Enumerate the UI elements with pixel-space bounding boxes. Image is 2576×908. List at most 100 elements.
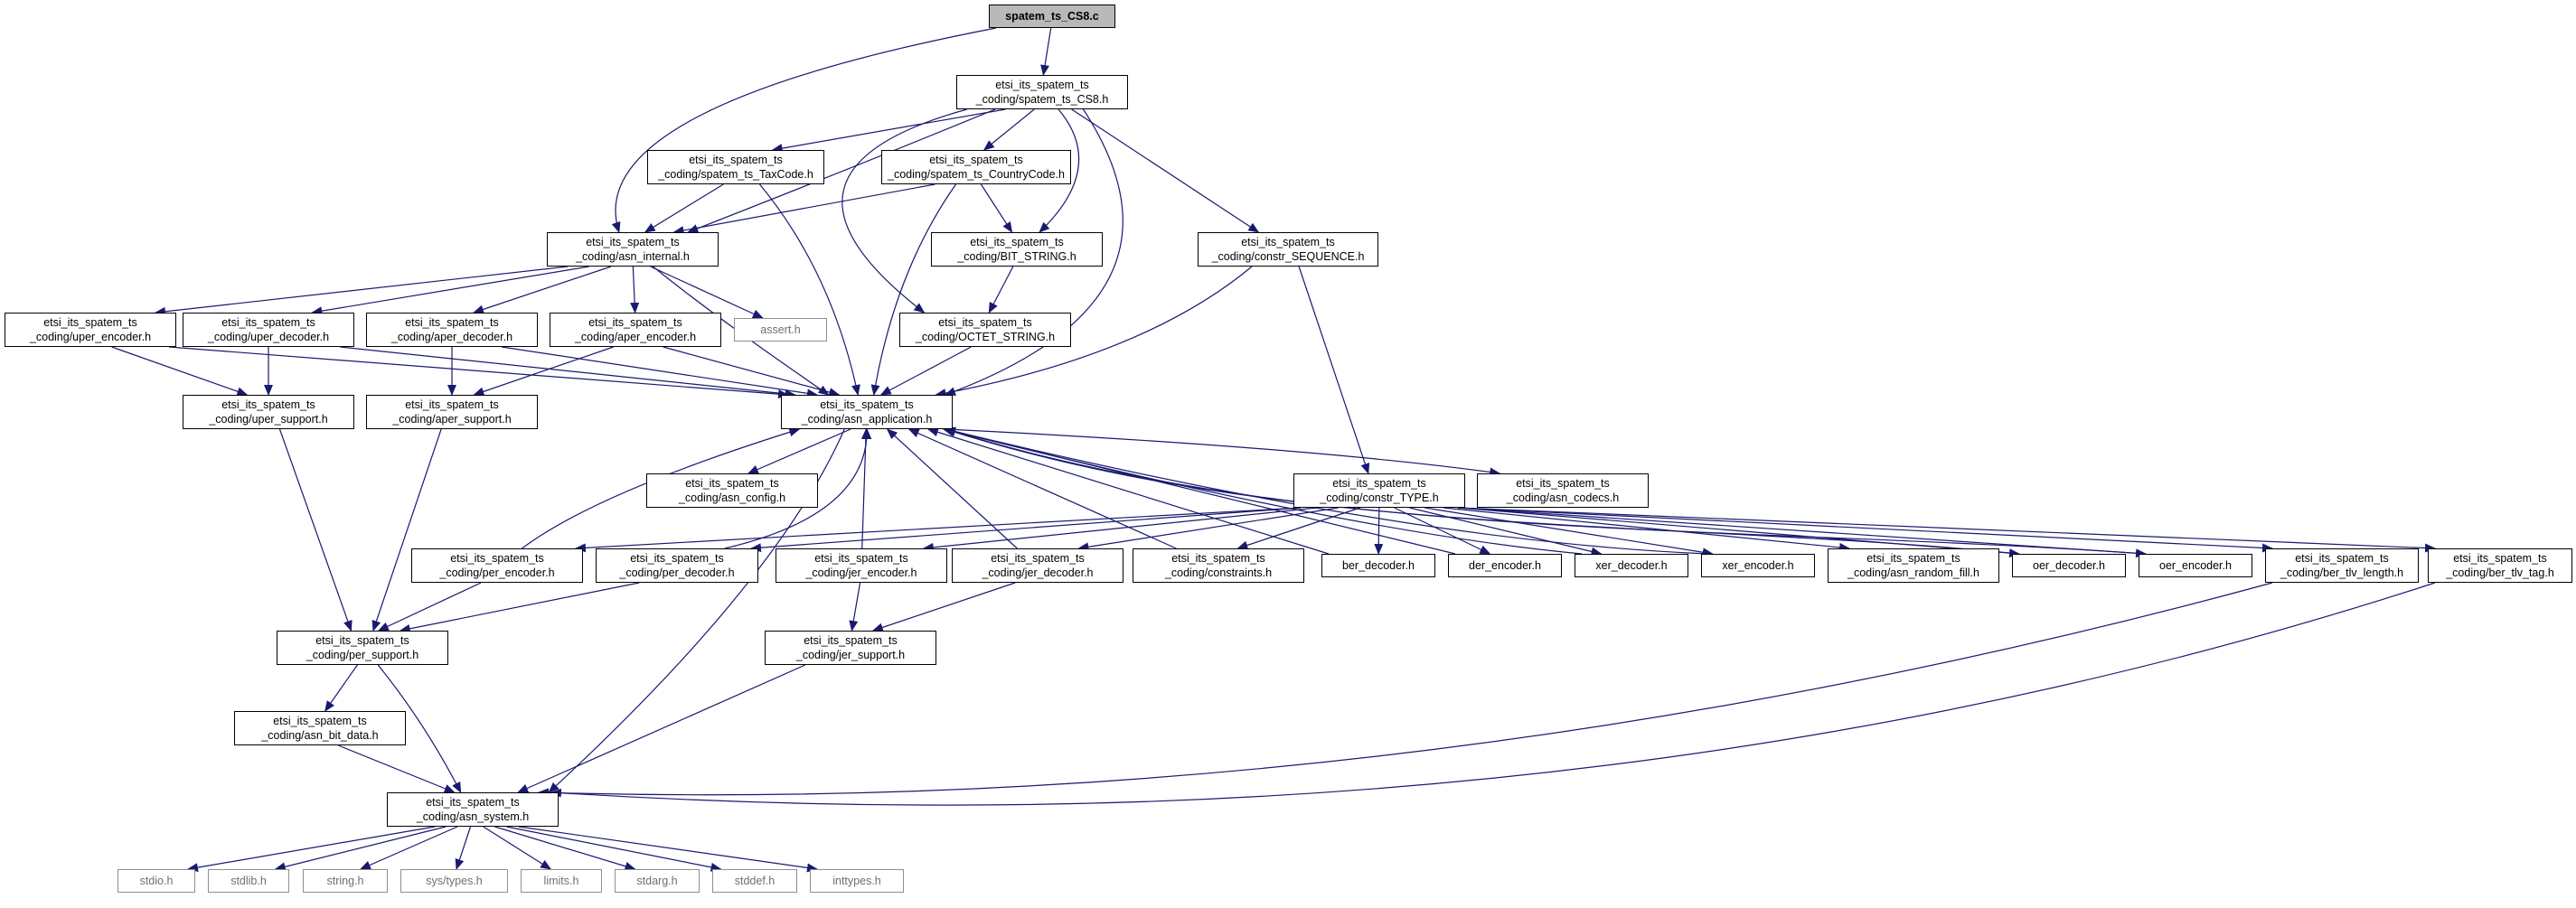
graph-node-ber-decoder[interactable]: ber_decoder.h xyxy=(1321,554,1435,577)
graph-node-ber-tlv-length[interactable]: etsi_its_spatem_ts_coding/ber_tlv_length… xyxy=(2265,548,2419,583)
include-edge-asn-bit-data-to-asn-system xyxy=(338,744,456,793)
graph-node-taxcode[interactable]: etsi_its_spatem_ts_coding/spatem_ts_TaxC… xyxy=(647,150,824,184)
include-edge-asn-application-to-asn-codecs xyxy=(945,428,1501,477)
graph-node-label: etsi_its_spatem_ts xyxy=(820,398,914,411)
include-edge-constraints-to-asn-application xyxy=(907,428,1177,549)
graph-node-label: _coding/spatem_ts_CS8.h xyxy=(975,93,1109,106)
graph-node-label: etsi_its_spatem_ts xyxy=(588,316,682,329)
graph-node-label: etsi_its_spatem_ts xyxy=(586,236,680,248)
graph-node-aper-encoder[interactable]: etsi_its_spatem_ts_coding/aper_encoder.h xyxy=(550,313,721,347)
include-edge-aper-decoder-to-asn-application xyxy=(501,346,818,398)
include-edge-ber-tlv-length-to-asn-system xyxy=(538,582,2273,798)
graph-node-asn-random-fill[interactable]: etsi_its_spatem_ts_coding/asn_random_fil… xyxy=(1828,548,1999,583)
graph-node-cs8-h[interactable]: etsi_its_spatem_ts_coding/spatem_ts_CS8.… xyxy=(956,75,1128,109)
include-edge-uper-decoder-to-asn-application xyxy=(340,346,796,398)
graph-node-sys-types: sys/types.h xyxy=(400,869,508,893)
include-edge-asn-system-to-sys-types xyxy=(455,826,472,870)
graph-node-label: _coding/asn_config.h xyxy=(678,491,786,504)
graph-node-label: _coding/per_support.h xyxy=(306,649,419,661)
graph-node-label: etsi_its_spatem_ts xyxy=(450,552,544,565)
graph-node-oer-encoder[interactable]: oer_encoder.h xyxy=(2139,554,2252,577)
include-edge-asn-system-to-limits xyxy=(483,826,552,870)
graph-node-label: etsi_its_spatem_ts xyxy=(2453,552,2547,565)
graph-node-label: _coding/uper_encoder.h xyxy=(29,331,152,343)
graph-node-constraints[interactable]: etsi_its_spatem_ts_coding/constraints.h xyxy=(1133,548,1304,583)
graph-node-xer-decoder[interactable]: xer_decoder.h xyxy=(1575,554,1688,577)
graph-node-uper-encoder[interactable]: etsi_its_spatem_ts_coding/uper_encoder.h xyxy=(5,313,176,347)
include-edge-per-encoder-to-per-support xyxy=(377,582,482,632)
include-edge-countrycode-to-asn-application xyxy=(870,183,956,396)
graph-node-uper-decoder[interactable]: etsi_its_spatem_ts_coding/uper_decoder.h xyxy=(183,313,354,347)
graph-node-der-encoder[interactable]: der_encoder.h xyxy=(1448,554,1562,577)
graph-node-label: _coding/asn_codecs.h xyxy=(1506,491,1620,504)
graph-node-uper-support[interactable]: etsi_its_spatem_ts_coding/uper_support.h xyxy=(183,395,354,429)
graph-node-bit-string[interactable]: etsi_its_spatem_ts_coding/BIT_STRING.h xyxy=(931,232,1103,267)
graph-node-label: _coding/jer_encoder.h xyxy=(805,566,917,579)
graph-node-jer-decoder[interactable]: etsi_its_spatem_ts_coding/jer_decoder.h xyxy=(952,548,1123,583)
include-edge-main-to-asn-internal xyxy=(611,27,997,233)
graph-node-asn-config[interactable]: etsi_its_spatem_ts_coding/asn_config.h xyxy=(646,473,818,508)
graph-node-label: _coding/uper_support.h xyxy=(209,413,328,426)
include-edge-asn-internal-to-aper-decoder xyxy=(473,266,612,314)
graph-node-jer-encoder[interactable]: etsi_its_spatem_ts_coding/jer_encoder.h xyxy=(776,548,947,583)
graph-node-aper-decoder[interactable]: etsi_its_spatem_ts_coding/aper_decoder.h xyxy=(366,313,538,347)
graph-node-asn-internal[interactable]: etsi_its_spatem_ts _coding/asn_internal.h xyxy=(547,232,719,267)
include-edge-asn-internal-to-assert xyxy=(650,266,764,319)
graph-node-octet-string[interactable]: etsi_its_spatem_ts_coding/OCTET_STRING.h xyxy=(899,313,1071,347)
graph-node-limits: limits.h xyxy=(521,869,602,893)
graph-node-label: _coding/ber_tlv_tag.h xyxy=(2446,566,2554,579)
graph-node-label: stdlib.h xyxy=(230,875,267,887)
include-edge-constr-type-to-per-decoder xyxy=(750,507,1302,553)
include-edge-aper-encoder-to-asn-application xyxy=(663,346,841,397)
graph-node-label: xer_encoder.h xyxy=(1722,559,1794,572)
graph-node-label: stddef.h xyxy=(734,875,776,887)
graph-node-per-support[interactable]: etsi_its_spatem_ts_coding/per_support.h xyxy=(277,631,448,665)
graph-node-label: etsi_its_spatem_ts xyxy=(689,154,783,166)
graph-node-label: _coding/per_encoder.h xyxy=(439,566,555,579)
include-edge-constr-type-to-oer-encoder xyxy=(1457,507,2147,558)
graph-node-label: etsi_its_spatem_ts xyxy=(814,552,908,565)
graph-node-label: _coding/asn_system.h xyxy=(416,810,530,823)
graph-node-ber-tlv-tag[interactable]: etsi_its_spatem_ts_coding/ber_tlv_tag.h xyxy=(2428,548,2572,583)
graph-node-stddef: stddef.h xyxy=(712,869,797,893)
include-edge-per-decoder-to-per-support xyxy=(399,582,640,633)
graph-node-oer-decoder[interactable]: oer_decoder.h xyxy=(2012,554,2126,577)
include-edge-jer-decoder-to-asn-application xyxy=(886,428,1018,549)
graph-node-stdarg: stdarg.h xyxy=(615,869,700,893)
include-edge-asn-application-to-asn-system xyxy=(548,428,845,793)
graph-node-label: _coding/asn_internal.h xyxy=(576,250,690,263)
graph-node-asn-bit-data[interactable]: etsi_its_spatem_ts_coding/asn_bit_data.h xyxy=(234,711,406,745)
graph-node-per-encoder[interactable]: etsi_its_spatem_ts_coding/per_encoder.h xyxy=(411,548,583,583)
graph-node-label: _coding/BIT_STRING.h xyxy=(957,250,1076,263)
graph-node-label: etsi_its_spatem_ts xyxy=(1241,236,1335,248)
graph-node-constr-sequence[interactable]: etsi_its_spatem_ts_coding/constr_SEQUENC… xyxy=(1198,232,1378,267)
include-edge-asn-system-to-stdio xyxy=(187,826,436,873)
include-edge-bit-string-to-octet-string xyxy=(988,266,1014,314)
graph-node-label: inttypes.h xyxy=(832,875,881,887)
graph-node-string: string.h xyxy=(303,869,388,893)
include-edge-constr-type-to-constraints xyxy=(1236,507,1360,550)
graph-node-per-decoder[interactable]: etsi_its_spatem_ts_coding/per_decoder.h xyxy=(596,548,758,583)
include-edge-asn-system-to-string xyxy=(360,826,458,870)
include-edge-taxcode-to-asn-application xyxy=(759,183,860,396)
graph-node-jer-support[interactable]: etsi_its_spatem_ts _coding/jer_support.h xyxy=(765,631,936,665)
include-edge-asn-system-to-stdlib xyxy=(274,826,447,872)
include-edge-asn-system-to-stdarg xyxy=(494,826,636,871)
graph-node-stdio: stdio.h xyxy=(118,869,195,893)
graph-node-label: string.h xyxy=(326,875,364,887)
graph-node-asn-system[interactable]: etsi_its_spatem_ts_coding/asn_system.h xyxy=(387,792,559,827)
graph-node-label: etsi_its_spatem_ts xyxy=(804,634,898,647)
graph-node-constr-type[interactable]: etsi_its_spatem_ts_coding/constr_TYPE.h xyxy=(1293,473,1465,508)
graph-node-asn-application[interactable]: etsi_its_spatem_ts_coding/asn_applicatio… xyxy=(781,395,953,429)
graph-node-asn-codecs[interactable]: etsi_its_spatem_ts_coding/asn_codecs.h xyxy=(1477,473,1649,508)
graph-node-countrycode[interactable]: etsi_its_spatem_ts_coding/spatem_ts_Coun… xyxy=(881,150,1071,184)
graph-node-label: oer_decoder.h xyxy=(2033,559,2105,572)
graph-node-label: _coding/jer_support.h xyxy=(795,649,906,661)
graph-node-aper-support[interactable]: etsi_its_spatem_ts_coding/aper_support.h xyxy=(366,395,538,429)
graph-node-stdlib: stdlib.h xyxy=(208,869,289,893)
include-edge-constr-type-to-xer-encoder xyxy=(1424,507,1714,557)
graph-node-label: oer_encoder.h xyxy=(2159,559,2232,572)
graph-node-xer-encoder[interactable]: xer_encoder.h xyxy=(1701,554,1815,577)
graph-node-label: etsi_its_spatem_ts xyxy=(991,552,1085,565)
graph-node-assert: assert.h xyxy=(734,318,827,342)
